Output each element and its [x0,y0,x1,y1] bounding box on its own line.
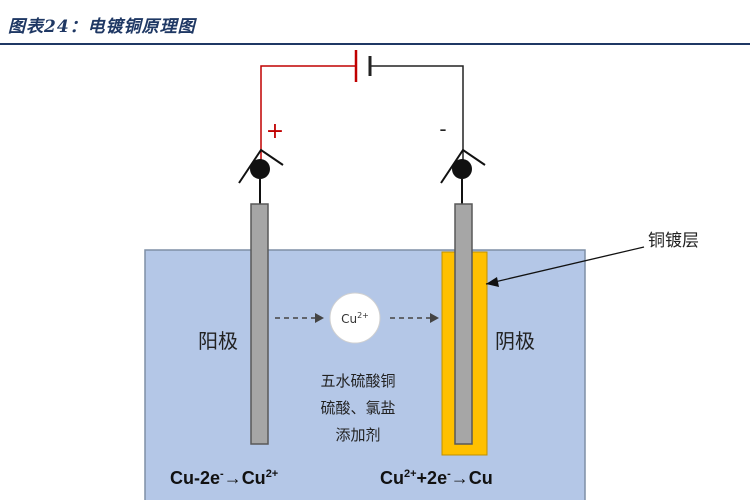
cathode-clamp [440,148,486,204]
copper-layer-pointer [485,246,645,285]
positive-terminal-sign: + [266,119,284,144]
electrolyte-line-3: 添加剂 [335,426,380,444]
anode-clamp [238,148,284,204]
copper-layer-label: 铜镀层 [648,231,699,251]
anode-electrode [250,203,269,445]
cathode-electrode [454,203,473,445]
ion-flow-arrow-right-head [430,313,439,323]
copper-layer-pointer-head [486,277,499,287]
anode-reaction: Cu-2e-→Cu2+ [170,468,278,488]
copper-ion-bubble [329,292,381,344]
cathode-label: 阴极 [495,329,535,353]
header-rule [0,43,750,45]
negative-terminal-sign: - [439,117,446,141]
negative-wire [370,65,464,163]
cathode-reaction: Cu2++2e-→Cu [380,468,493,488]
anode-label: 阳极 [198,329,238,353]
figure-title: 图表24：电镀铜原理图 [8,17,196,37]
positive-wire [260,65,356,163]
electrolyte-line-1: 五水硫酸铜 [320,372,395,390]
electrolyte-line-2: 硫酸、氯盐 [320,399,395,417]
ion-flow-arrow-left-head [315,313,324,323]
electrolyte-tank [144,249,586,500]
copper-ion-label: Cu2+ [341,311,369,326]
